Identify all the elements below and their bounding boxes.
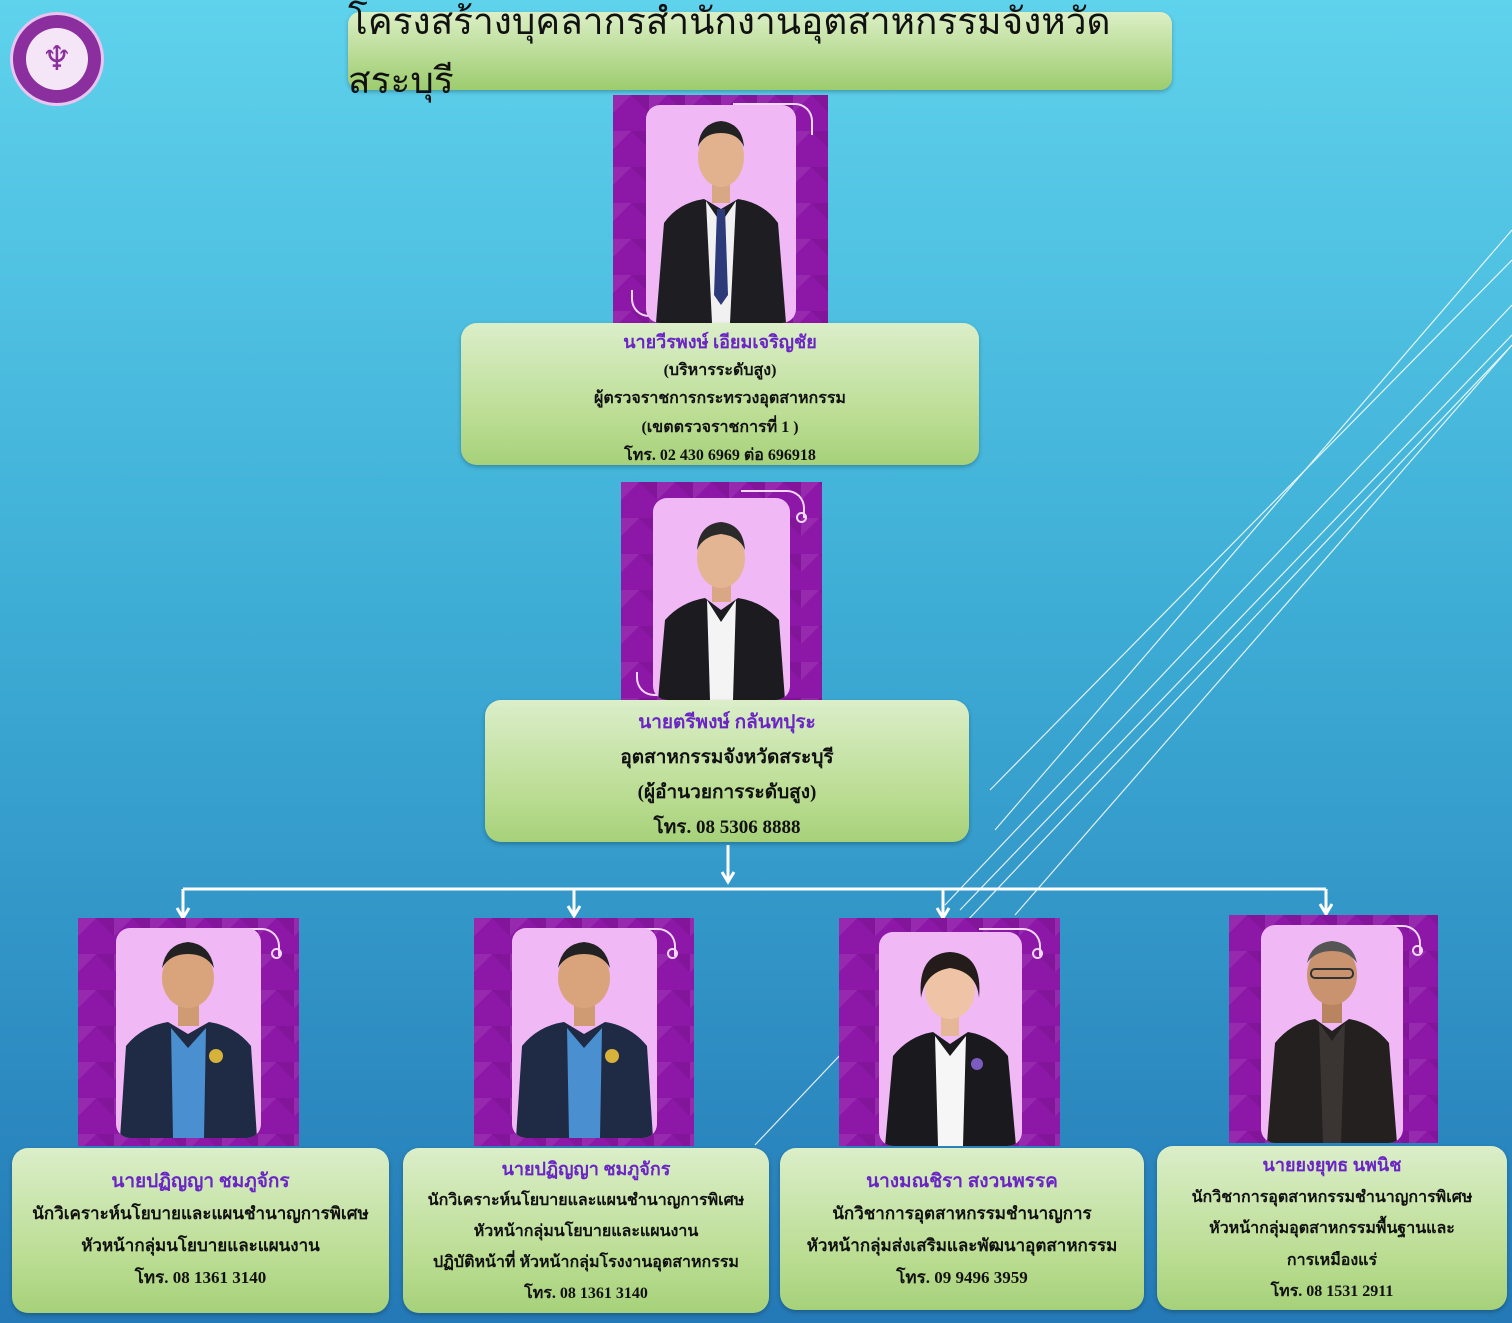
staff-4-name: นายยงยุทธ นพนิช	[1262, 1155, 1402, 1175]
staff-3-line: นักวิชาการอุตสาหกรรมชำนาญการ	[832, 1204, 1092, 1223]
staff-4-info-box: นายยงยุทธ นพนิช นักวิชาการอุตสาหกรรมชำนา…	[1157, 1146, 1507, 1310]
staff-3-name: นางมณชิรา สงวนพรรค	[866, 1171, 1058, 1192]
director-name: นายตรีพงษ์ กลันทปุระ	[638, 712, 816, 733]
top-line: (บริหารระดับสูง)	[663, 361, 777, 379]
director-photo	[653, 498, 790, 700]
director-info-box: นายตรีพงษ์ กลันทปุระ อุตสาหกรรมจังหวัดสร…	[485, 700, 969, 842]
staff-3-info-box: นางมณชิรา สงวนพรรค นักวิชาการอุตสาหกรรมช…	[780, 1148, 1144, 1310]
org-connectors	[175, 845, 1334, 921]
deity-emblem-icon: ♆	[26, 28, 88, 90]
person-portrait-icon	[516, 942, 653, 1138]
staff-4-line: การเหมืองแร่	[1286, 1251, 1378, 1269]
staff-2-line: หัวหน้ากลุ่มนโยบายและแผนงาน	[473, 1223, 699, 1240]
person-portrait-icon	[656, 121, 786, 323]
top-photo	[646, 105, 796, 323]
staff-1-phone: โทร. 08 1361 3140	[134, 1268, 267, 1287]
staff-2-photo	[512, 928, 657, 1138]
top-info-box: นายวีรพงษ์ เอียมเจริญชัย (บริหารระดับสูง…	[461, 323, 979, 465]
staff-1-line: นักวิเคราะห์นโยบายและแผนชำนาญการพิเศษ	[32, 1204, 369, 1223]
staff-2-phone: โทร. 08 1361 3140	[524, 1285, 648, 1302]
staff-1-line: หัวหน้ากลุ่มนโยบายและแผนงาน	[81, 1236, 320, 1255]
staff-3-photo	[879, 932, 1022, 1146]
director-photo-frame	[621, 482, 822, 700]
staff-4-photo-frame	[1229, 915, 1438, 1143]
top-line: (เขตตรวจราชการที่ 1 )	[641, 418, 799, 436]
staff-2-line: นักวิเคราะห์นโยบายและแผนชำนาญการพิเศษ	[427, 1192, 745, 1209]
staff-3-phone: โทร. 09 9496 3959	[896, 1268, 1028, 1287]
director-line: (ผู้อำนวยการระดับสูง)	[637, 782, 817, 803]
staff-4-line: หัวหน้ากลุ่มอุตสาหกรรมพื้นฐานและ	[1209, 1220, 1455, 1237]
top-phone: โทร. 02 430 6969 ต่อ 696918	[624, 447, 816, 464]
person-portrait-icon	[658, 522, 785, 700]
staff-4-photo	[1261, 925, 1403, 1143]
staff-1-photo	[116, 928, 261, 1138]
top-name: นายวีรพงษ์ เอียมเจริญชัย	[623, 332, 817, 352]
staff-3-photo-frame	[839, 918, 1060, 1146]
staff-3-line: หัวหน้ากลุ่มส่งเสริมและพัฒนาอุตสาหกรรม	[806, 1236, 1118, 1255]
staff-2-info-box: นายปฏิญญา ชมภูจักร นักวิเคราะห์นโยบายและ…	[403, 1148, 769, 1313]
top-line: ผู้ตรวจราชการกระทรวงอุตสาหกรรม	[594, 390, 846, 407]
ministry-logo: ♆	[10, 12, 104, 106]
staff-1-info-box: นายปฏิญญา ชมภูจักร นักวิเคราะห์นโยบายและ…	[12, 1148, 389, 1313]
page-title: โครงสร้างบุคลากรสำนักงานอุตสาหกรรมจังหวั…	[348, 1, 1172, 101]
staff-2-line: ปฏิบัติหน้าที่ หัวหน้ากลุ่มโรงงานอุตสาหก…	[433, 1254, 739, 1271]
person-portrait-icon	[1267, 941, 1397, 1143]
person-portrait-icon	[885, 952, 1016, 1146]
staff-4-phone: โทร. 08 1531 2911	[1270, 1283, 1394, 1300]
director-line: อุตสาหกรรมจังหวัดสระบุรี	[620, 747, 834, 768]
staff-4-line: นักวิชาการอุตสาหกรรมชำนาญการพิเศษ	[1191, 1188, 1473, 1206]
staff-1-name: นายปฏิญญา ชมภูจักร	[111, 1171, 290, 1192]
person-portrait-icon	[120, 942, 257, 1138]
staff-2-photo-frame	[474, 918, 694, 1146]
top-photo-frame	[613, 95, 828, 323]
staff-1-photo-frame	[78, 918, 299, 1146]
staff-2-name: นายปฏิญญา ชมภูจักร	[501, 1159, 671, 1179]
director-phone: โทร. 08 5306 8888	[653, 817, 801, 838]
